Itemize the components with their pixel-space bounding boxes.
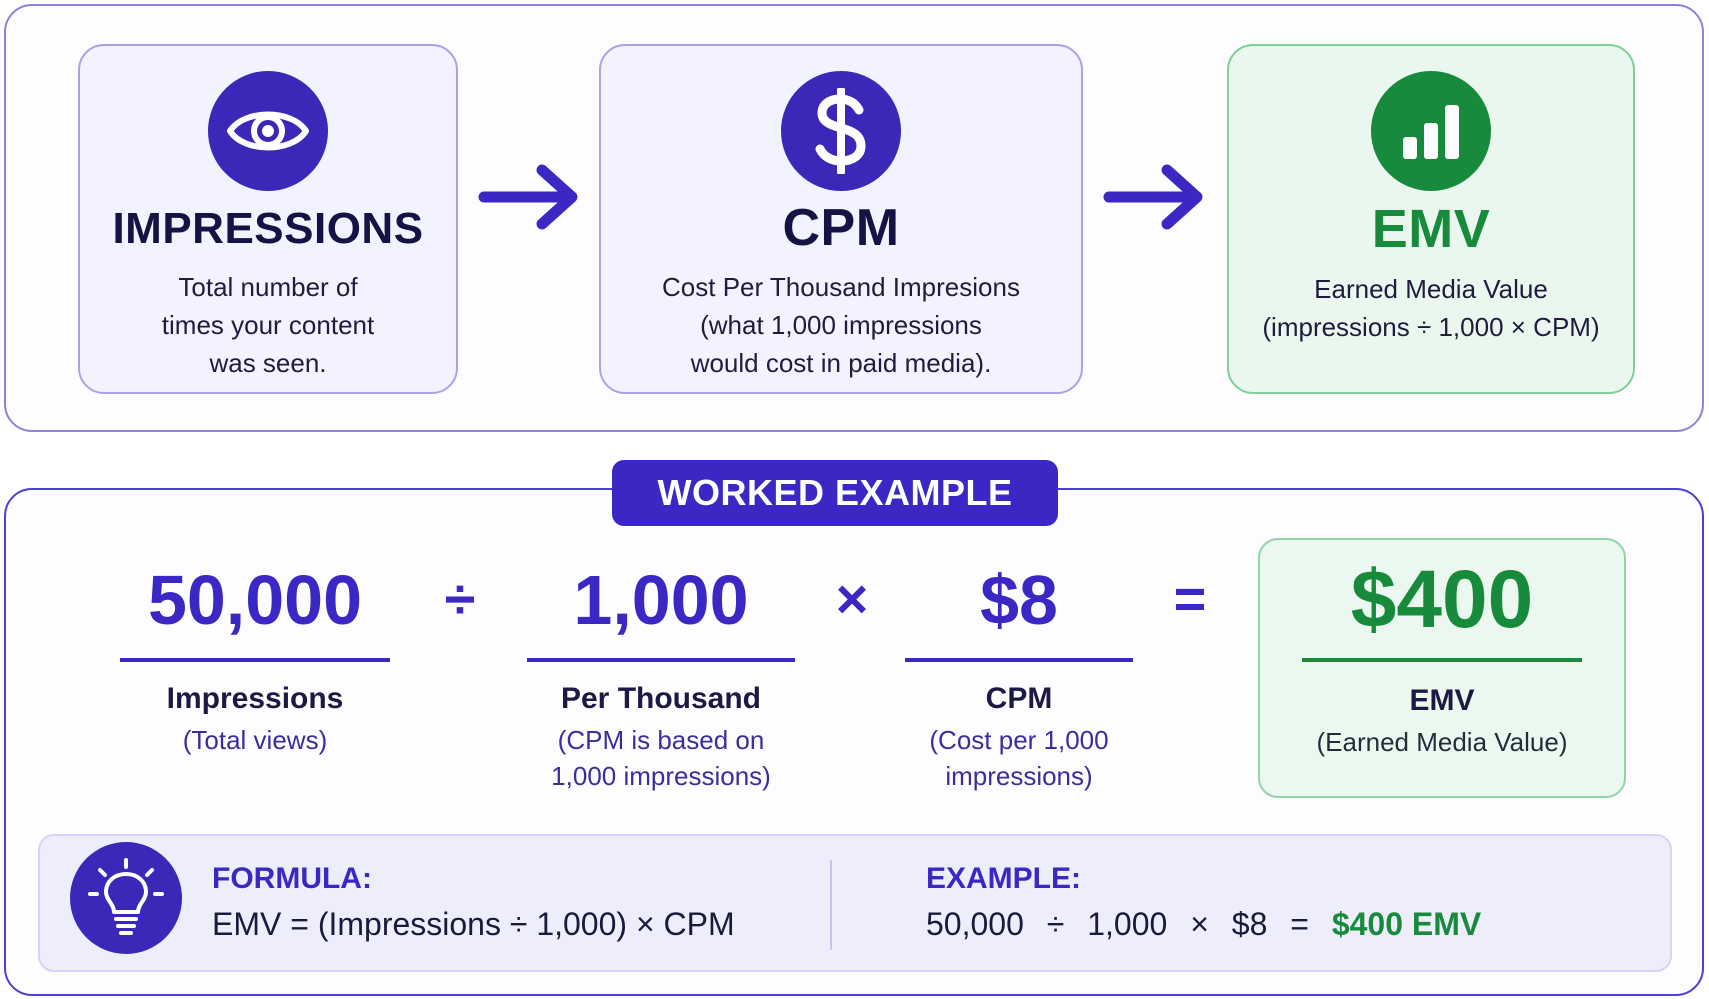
emv-title: EMV bbox=[1371, 199, 1491, 259]
cpm-description: Cost Per Thousand Impresions (what 1,000… bbox=[611, 268, 1071, 382]
cpm-term: $8 CPM (Cost per 1,000 impressions) bbox=[905, 560, 1133, 794]
worked-example-badge: WORKED EXAMPLE bbox=[612, 460, 1058, 526]
emv-result-sublabel: (Earned Media Value) bbox=[1316, 727, 1568, 757]
example-result: $400 EMV bbox=[1331, 906, 1482, 942]
per-thousand-term: 1,000 Per Thousand (CPM is based on 1,00… bbox=[527, 560, 795, 794]
emv-description: Earned Media Value (impressions ÷ 1,000 … bbox=[1239, 270, 1623, 346]
emv-card: EMV Earned Media Value (impressions ÷ 1,… bbox=[1227, 44, 1635, 394]
impressions-card: IMPRESSIONS Total number of times your c… bbox=[78, 44, 458, 394]
dollar-icon-circle bbox=[781, 71, 901, 191]
arrow-right-icon bbox=[478, 164, 578, 230]
lightbulb-icon-circle bbox=[70, 842, 182, 954]
emv-result-value: $400 bbox=[1350, 554, 1534, 645]
description-line: (what 1,000 impressions bbox=[700, 310, 982, 340]
eye-icon bbox=[227, 111, 309, 151]
impressions-description: Total number of times your content was s… bbox=[90, 268, 446, 382]
sublabel-line: (Cost per 1,000 bbox=[929, 725, 1109, 755]
example-part: = bbox=[1290, 906, 1309, 942]
per-thousand-sublabel: (CPM is based on 1,000 impressions) bbox=[527, 722, 795, 794]
example-part: ÷ bbox=[1046, 906, 1065, 942]
cpm-title: CPM bbox=[782, 199, 900, 257]
example-part: $8 bbox=[1231, 906, 1268, 942]
underline bbox=[527, 658, 795, 662]
impressions-value: 50,000 bbox=[147, 561, 363, 639]
per-thousand-label: Per Thousand bbox=[560, 682, 762, 715]
description-line: was seen. bbox=[209, 348, 327, 378]
description-line: Cost Per Thousand Impresions bbox=[662, 272, 1020, 302]
formula-heading: FORMULA: bbox=[212, 862, 372, 895]
multiply-operator: × bbox=[835, 567, 869, 630]
impressions-sublabel: (Total views) bbox=[120, 722, 390, 758]
bar-chart-icon bbox=[1403, 105, 1459, 159]
dollar-icon bbox=[815, 88, 866, 174]
formula-bar: FORMULA: EMV = (Impressions ÷ 1,000) × C… bbox=[38, 834, 1672, 972]
cpm-label: CPM bbox=[985, 682, 1053, 715]
emv-result-card: $400 EMV (Earned Media Value) bbox=[1258, 538, 1626, 798]
example-heading: EXAMPLE: bbox=[926, 862, 1082, 895]
bar-chart-icon-circle bbox=[1371, 71, 1491, 191]
description-line: would cost in paid media). bbox=[690, 348, 992, 378]
sublabel-line: (Total views) bbox=[182, 725, 328, 755]
emv-result-label: EMV bbox=[1409, 684, 1475, 717]
underline bbox=[905, 658, 1133, 662]
impressions-title: IMPRESSIONS bbox=[112, 204, 424, 253]
description-line: times your content bbox=[161, 310, 375, 340]
underline bbox=[1302, 658, 1582, 662]
impressions-term: 50,000 Impressions (Total views) bbox=[120, 560, 390, 758]
impressions-label: Impressions bbox=[166, 682, 344, 715]
per-thousand-value: 1,000 bbox=[573, 561, 749, 639]
divide-operator: ÷ bbox=[444, 567, 476, 630]
description-line: (impressions ÷ 1,000 × CPM) bbox=[1262, 312, 1600, 342]
example-part: × bbox=[1190, 906, 1209, 942]
example-part: 1,000 bbox=[1087, 906, 1168, 942]
cpm-sublabel: (Cost per 1,000 impressions) bbox=[905, 722, 1133, 794]
underline bbox=[120, 658, 390, 662]
sublabel-line: impressions) bbox=[945, 761, 1093, 791]
description-line: Total number of bbox=[178, 272, 358, 302]
cpm-value: $8 bbox=[980, 561, 1058, 639]
formula-text: EMV = (Impressions ÷ 1,000) × CPM bbox=[212, 906, 735, 942]
equals-operator: = bbox=[1173, 567, 1207, 630]
sublabel-line: 1,000 impressions) bbox=[551, 761, 771, 791]
example-part: 50,000 bbox=[926, 906, 1024, 942]
divider bbox=[830, 860, 832, 950]
sublabel-line: (CPM is based on bbox=[557, 725, 765, 755]
example-text: 50,000 ÷ 1,000 × $8 = $400 EMV bbox=[926, 906, 1495, 943]
arrow-right-icon bbox=[1103, 164, 1203, 230]
cpm-card: CPM Cost Per Thousand Impresions (what 1… bbox=[599, 44, 1083, 394]
lightbulb-icon bbox=[88, 858, 164, 935]
eye-icon-circle bbox=[208, 71, 328, 191]
description-line: Earned Media Value bbox=[1314, 274, 1548, 304]
